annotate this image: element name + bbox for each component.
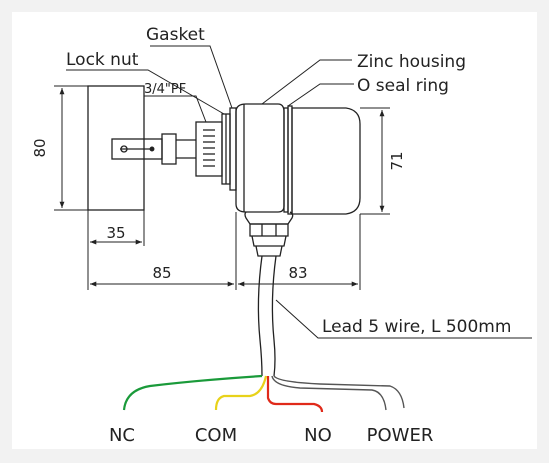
lead-cable [257, 255, 277, 377]
dim-35-label: 35 [106, 224, 125, 242]
o-seal-ring-label: O seal ring [357, 76, 449, 96]
lead-label: Lead 5 wire, L 500mm [322, 317, 511, 337]
wire-nc [122, 374, 263, 411]
wire-com-label: COM [195, 425, 237, 446]
wire-com [214, 375, 268, 411]
thread-label: 3/4"PF [144, 82, 186, 97]
cable-gland [244, 211, 294, 257]
zinc-housing-label: Zinc housing [357, 52, 466, 72]
cover [291, 107, 361, 215]
wire-power-label: POWER [367, 425, 434, 446]
wire-no [266, 376, 324, 413]
leader-lines [66, 45, 532, 339]
dim-80-label: 80 [31, 138, 49, 157]
paddle-shaft [111, 133, 196, 165]
wire-no-label: NO [304, 425, 332, 446]
wire-power [271, 375, 405, 411]
dim-85-label: 85 [152, 264, 171, 282]
gasket-label: Gasket [146, 25, 205, 45]
lock-nut-label: Lock nut [66, 50, 139, 70]
lock-nut-plate [87, 85, 145, 211]
dim-71-label: 71 [388, 151, 406, 170]
wire-nc-label: NC [109, 425, 135, 446]
dim-83-label: 83 [288, 264, 307, 282]
drawing-panel [12, 12, 537, 449]
dimension-lines [54, 85, 390, 290]
